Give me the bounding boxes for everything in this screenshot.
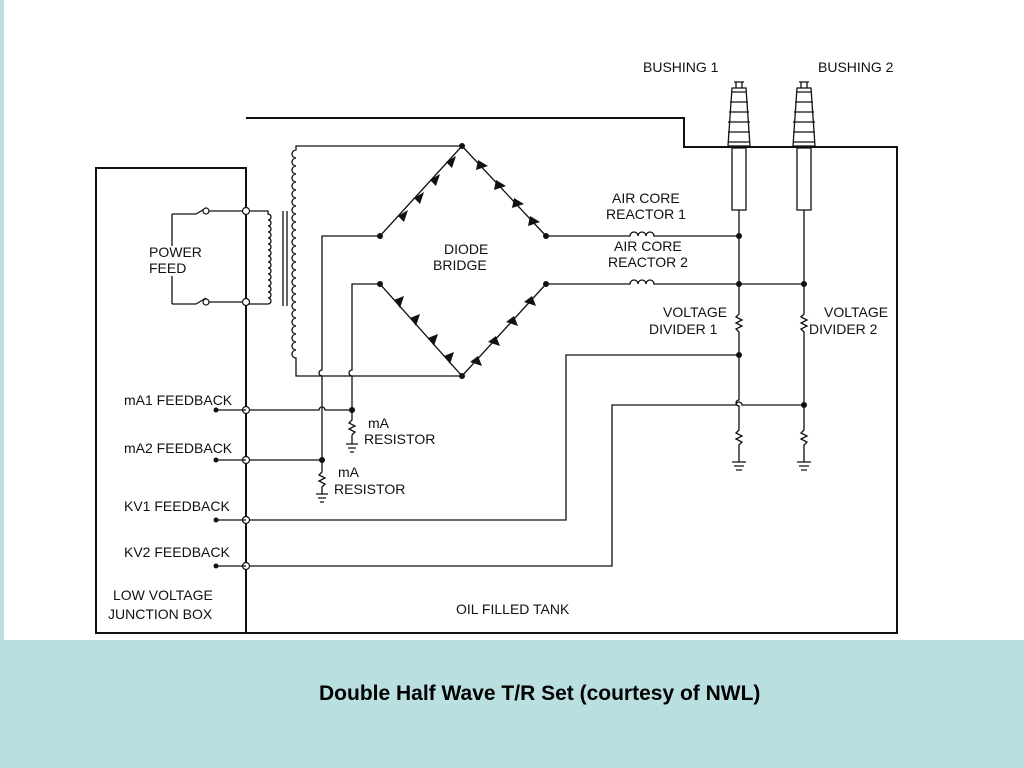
label-diode-bridge-line-1: DIODE bbox=[444, 241, 488, 257]
label-ma-resistor-2-line-2: RESISTOR bbox=[334, 481, 405, 497]
label-air-core-reactor-1-line-1: AIR CORE bbox=[612, 190, 680, 206]
diode bbox=[430, 174, 440, 186]
ma-resistor-2 bbox=[316, 457, 328, 503]
diode bbox=[394, 296, 404, 308]
label-power-feed-line-2: FEED bbox=[149, 260, 186, 276]
diode bbox=[524, 296, 536, 306]
bridge-left-lead-2 bbox=[348, 283, 380, 410]
diode-bridge-upper bbox=[377, 143, 549, 239]
label-junction-box-line-1: LOW VOLTAGE bbox=[113, 587, 213, 603]
label-junction-box-line-2: JUNCTION BOX bbox=[108, 606, 213, 622]
diode bbox=[410, 314, 420, 326]
circuit-diagram: BUSHING 1 BUSHING 2 POWER FEED DIODE BRI… bbox=[95, 59, 898, 634]
diode bbox=[470, 356, 482, 366]
bushing-2 bbox=[792, 81, 816, 284]
label-ma2-feedback: mA2 FEEDBACK bbox=[124, 440, 233, 456]
diode bbox=[414, 192, 424, 204]
label-ma-resistor-1-line-1: mA bbox=[368, 415, 390, 431]
label-oil-filled-tank: OIL FILLED TANK bbox=[456, 601, 570, 617]
diode bbox=[488, 336, 500, 346]
terminal bbox=[241, 297, 251, 307]
kv1-feedback-wire bbox=[246, 354, 739, 521]
diode bbox=[398, 210, 408, 222]
air-core-reactor-2 bbox=[546, 279, 804, 285]
label-air-core-reactor-2-line-1: AIR CORE bbox=[614, 238, 682, 254]
label-power-feed-line-1: POWER bbox=[149, 244, 202, 260]
diode bbox=[512, 198, 524, 208]
label-voltage-divider-2-line-1: VOLTAGE bbox=[824, 304, 888, 320]
ma1-feedback-wire bbox=[246, 406, 352, 411]
label-ma-resistor-2-line-1: mA bbox=[338, 464, 360, 480]
oil-filled-tank bbox=[246, 117, 898, 634]
voltage-divider-1 bbox=[732, 233, 746, 471]
transformer-core bbox=[282, 211, 288, 306]
power-feed-switch-bottom bbox=[171, 276, 246, 306]
power-feed-switch-top bbox=[171, 207, 246, 246]
label-diode-bridge-line-2: BRIDGE bbox=[433, 257, 487, 273]
slide-caption: Double Half Wave T/R Set (courtesy of NW… bbox=[319, 682, 761, 705]
voltage-divider-2 bbox=[797, 281, 811, 471]
label-voltage-divider-2-line-2: DIVIDER 2 bbox=[809, 321, 878, 337]
diode bbox=[444, 352, 454, 364]
diode bbox=[528, 216, 540, 226]
terminal bbox=[241, 206, 251, 216]
label-kv1-feedback: KV1 FEEDBACK bbox=[124, 498, 230, 514]
ma-resistor-1 bbox=[346, 407, 358, 453]
label-air-core-reactor-1-line-2: REACTOR 1 bbox=[606, 206, 686, 222]
diode bbox=[506, 316, 518, 326]
label-kv2-feedback: KV2 FEEDBACK bbox=[124, 544, 230, 560]
diode-bridge-lower bbox=[377, 281, 549, 379]
diode bbox=[446, 156, 456, 168]
label-voltage-divider-1-line-1: VOLTAGE bbox=[663, 304, 727, 320]
air-core-reactor-1 bbox=[546, 231, 738, 237]
secondary-winding bbox=[291, 145, 462, 377]
diode bbox=[494, 180, 506, 190]
primary-winding bbox=[246, 210, 272, 305]
label-ma1-feedback: mA1 FEEDBACK bbox=[124, 392, 233, 408]
diode bbox=[428, 334, 438, 346]
label-bushing-2: BUSHING 2 bbox=[818, 59, 894, 75]
label-bushing-1: BUSHING 1 bbox=[643, 59, 719, 75]
diode bbox=[476, 160, 488, 170]
label-voltage-divider-1-line-2: DIVIDER 1 bbox=[649, 321, 718, 337]
label-air-core-reactor-2-line-2: REACTOR 2 bbox=[608, 254, 688, 270]
bridge-left-lead-1 bbox=[318, 235, 380, 460]
label-ma-resistor-1-line-2: RESISTOR bbox=[364, 431, 435, 447]
kv2-feedback-wire bbox=[246, 401, 804, 567]
bushing-1 bbox=[727, 81, 751, 236]
